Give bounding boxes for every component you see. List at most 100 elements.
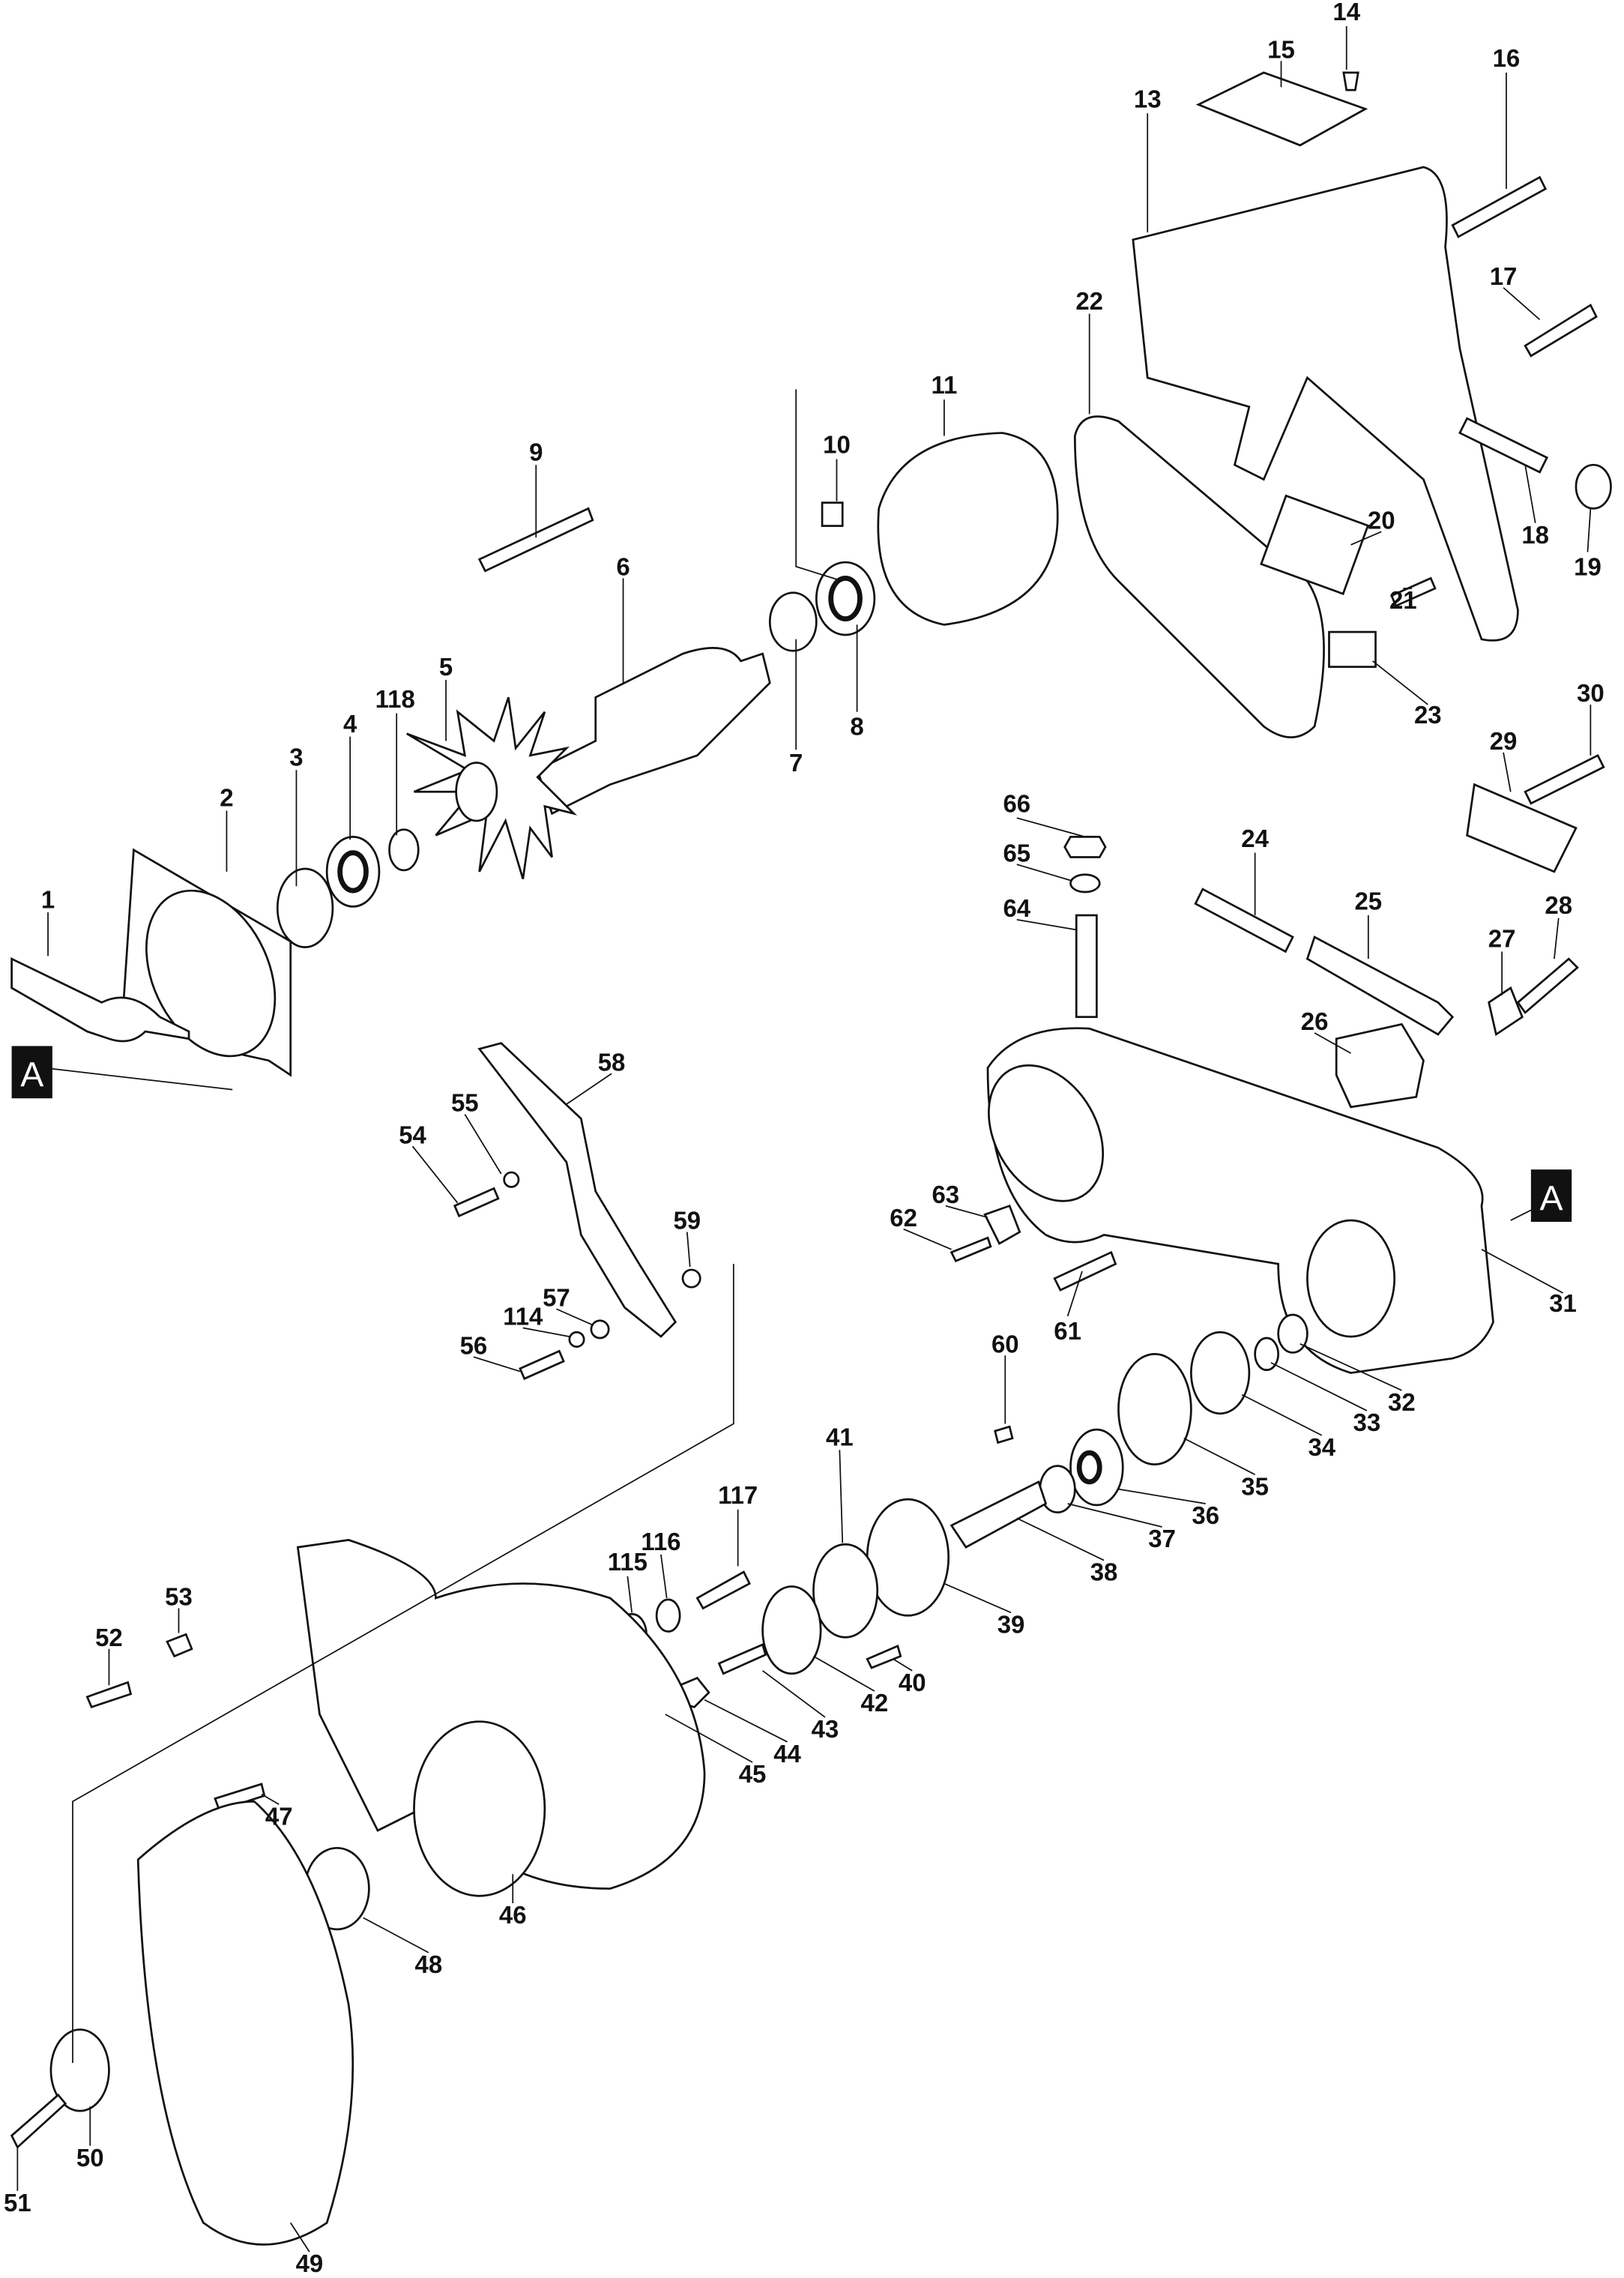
part-13-handle-housing [1132, 166, 1519, 642]
part-number-label: 40 [899, 1669, 926, 1696]
part-28-screw [1516, 957, 1579, 1014]
part-number-label: 14 [1332, 0, 1360, 25]
part-62-screw [950, 1236, 992, 1263]
part-number-label: 53 [165, 1583, 193, 1611]
part-number-label: 11 [931, 371, 957, 399]
part-34-gear [1189, 1331, 1251, 1415]
part-16-bolt [1451, 175, 1548, 238]
part-number-label: 51 [4, 2189, 31, 2217]
part-116-washer [655, 1598, 681, 1633]
part-number-label: 13 [1134, 85, 1162, 112]
reference-marker-label: A [1540, 1178, 1563, 1217]
part-56-screw [519, 1349, 565, 1381]
part-9-bolt [477, 507, 594, 573]
part-number-label: 45 [739, 1760, 767, 1788]
part-24-pin [1194, 888, 1294, 953]
part-number-label: 66 [1003, 789, 1030, 817]
part-59-washer [681, 1268, 701, 1289]
part-4-bearing [325, 836, 381, 908]
part-number-label: 36 [1192, 1501, 1219, 1529]
part-number-label: 116 [641, 1528, 680, 1555]
part-54-screw [453, 1187, 500, 1218]
part-number-label: 118 [375, 685, 415, 713]
part-36-bearing [1069, 1428, 1124, 1507]
part-number-label: 3 [289, 743, 303, 771]
part-18-brush [1458, 417, 1549, 474]
part-number-label: 63 [932, 1181, 959, 1208]
part-32-bushing [1277, 1313, 1308, 1354]
part-50-holder [49, 2028, 110, 2112]
reference-marker-label: A [20, 1055, 43, 1094]
part-23-capacitor [1328, 630, 1377, 668]
part-number-label: 28 [1545, 891, 1572, 919]
part-57-washer [590, 1319, 610, 1340]
part-number-label: 43 [812, 1715, 839, 1743]
part-number-label: 115 [608, 1548, 648, 1576]
part-43-bolt [717, 1643, 767, 1675]
part-15-plate [1195, 71, 1368, 147]
part-number-label: 38 [1090, 1558, 1118, 1586]
part-number-label: 19 [1574, 553, 1602, 581]
part-number-label: 24 [1241, 825, 1269, 852]
part-6-armature [536, 647, 771, 816]
part-number-label: 15 [1267, 36, 1295, 64]
part-number-label: 42 [861, 1689, 889, 1717]
part-17-bolt [1524, 304, 1598, 358]
part-14-screw [1342, 71, 1359, 91]
part-64-threaded-rod [1075, 914, 1098, 1019]
part-65-washer [1069, 873, 1101, 894]
part-38-spindle [950, 1480, 1048, 1549]
part-number-label: 17 [1490, 262, 1518, 290]
part-41-flange [812, 1543, 879, 1639]
part-53-nut [166, 1633, 193, 1658]
part-46-blade-guard [296, 1539, 706, 1890]
part-number-label: 29 [1490, 727, 1518, 755]
reference-marker-a-right: A [1530, 1169, 1572, 1222]
part-number-label: 26 [1301, 1007, 1329, 1035]
part-35-housing [1117, 1352, 1192, 1465]
part-117-bolt [695, 1570, 751, 1610]
reference-marker-a-left: A [11, 1046, 52, 1099]
part-25-shaft [1305, 935, 1455, 1036]
part-number-label: 60 [991, 1330, 1019, 1358]
part-27-plate [1488, 986, 1524, 1037]
part-number-label: 54 [399, 1121, 426, 1148]
part-29-bracket [1466, 783, 1578, 873]
part-number-label: 30 [1577, 679, 1605, 707]
part-10-pin [821, 501, 844, 527]
part-61-screw [1053, 1250, 1117, 1292]
part-number-label: 25 [1354, 887, 1382, 914]
part-39-plate [866, 1498, 950, 1617]
part-number-label: 47 [265, 1802, 293, 1830]
part-3-disc [276, 867, 334, 949]
part-19-cap [1575, 463, 1612, 510]
part-118-ring [388, 828, 420, 872]
part-42-flange [761, 1585, 822, 1675]
part-66-nut [1063, 836, 1107, 858]
part-number-label: 32 [1388, 1388, 1416, 1416]
part-number-label: 34 [1308, 1433, 1335, 1461]
part-number-label: 37 [1148, 1525, 1176, 1552]
part-number-label: 55 [451, 1089, 479, 1117]
part-number-label: 44 [773, 1740, 801, 1768]
part-number-label: 61 [1054, 1317, 1081, 1345]
part-number-label: 8 [850, 713, 863, 741]
part-number-label: 64 [1003, 894, 1030, 922]
part-number-label: 4 [343, 710, 357, 738]
part-21-screw [1390, 576, 1437, 608]
part-58-lever [477, 1042, 677, 1338]
part-number-label: 59 [673, 1207, 701, 1235]
part-number-label: 18 [1521, 521, 1549, 549]
part-number-label: 46 [499, 1901, 527, 1929]
part-22-handle-cover [1073, 415, 1325, 738]
part-number-label: 27 [1488, 925, 1516, 953]
part-114-washer [568, 1331, 585, 1349]
part-number-label: 6 [616, 553, 630, 581]
part-63-block [983, 1204, 1021, 1245]
part-26-block [1335, 1022, 1425, 1109]
part-number-label: 56 [460, 1331, 488, 1359]
part-number-label: 50 [76, 2144, 104, 2172]
part-number-label: 114 [503, 1303, 543, 1331]
